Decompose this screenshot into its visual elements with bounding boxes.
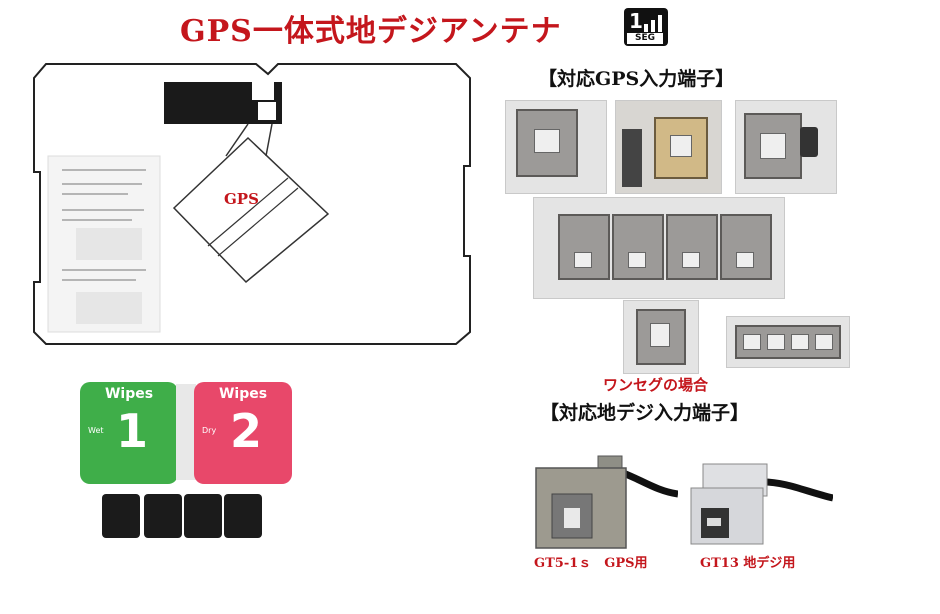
- adhesive-pad: [224, 494, 262, 538]
- dry-wipe-packet: Wipes Dry 2: [194, 382, 292, 484]
- adhesive-pad: [184, 494, 222, 538]
- gt5-connector-image: [535, 455, 678, 549]
- wet-wipe-packet: Wipes Wet 1: [80, 382, 178, 484]
- gps-port-photo-1: [505, 100, 607, 194]
- antenna-film-diagram: [33, 63, 471, 345]
- digital-input-heading: 【対応地デジ入力端子】: [540, 402, 750, 424]
- gps-port-photo-5: [623, 300, 699, 374]
- gps-port-photo-2: [615, 100, 722, 194]
- oneseg-logo: 1 SEG: [624, 8, 668, 46]
- gps-label: GPS: [224, 190, 259, 208]
- adhesive-pad: [102, 494, 140, 538]
- gt13-connector-image: [690, 463, 833, 545]
- gt13-caption: GT13 地デジ用: [700, 556, 796, 571]
- page-title: GPS一体式地デジアンテナ: [180, 14, 562, 49]
- oneseg-note: ワンセグの場合: [603, 376, 709, 394]
- gps-input-heading: 【対応GPS入力端子】: [538, 68, 735, 90]
- gps-port-photo-3: [735, 100, 837, 194]
- gt5-caption: GT5-1ｓ GPS用: [534, 556, 648, 571]
- gps-port-photo-6: [726, 316, 850, 368]
- gps-port-photo-4: [533, 197, 785, 299]
- adhesive-pad: [144, 494, 182, 538]
- wipe-divider: [176, 384, 196, 480]
